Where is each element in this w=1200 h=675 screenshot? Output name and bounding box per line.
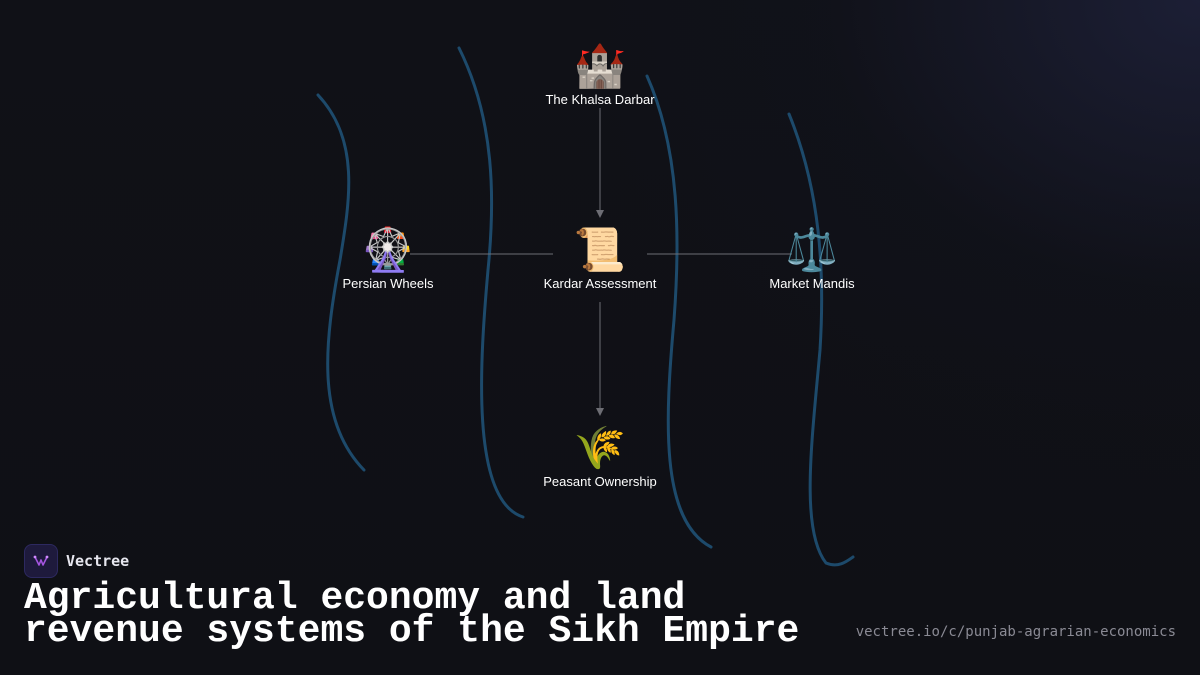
node-label: The Khalsa Darbar [545, 92, 655, 107]
river-curve [316, 93, 366, 472]
node-persian-wheels[interactable]: 🎡 Persian Wheels [308, 226, 468, 292]
river-decorations [316, 46, 855, 567]
node-khalsa-darbar[interactable]: 🏰 The Khalsa Darbar [520, 42, 680, 108]
page-title: Agricultural economy and land revenue sy… [24, 577, 800, 653]
vectree-logo-icon [24, 544, 58, 578]
scroll-icon: 📜 [573, 226, 627, 273]
edges [410, 108, 792, 416]
node-label: Persian Wheels [342, 276, 434, 291]
river-curve [457, 46, 525, 519]
river-curve [787, 112, 855, 567]
brand[interactable]: Vectree [24, 544, 129, 578]
node-label: Kardar Assessment [543, 276, 657, 291]
wheat-sheaf-icon: 🌾 [573, 424, 627, 471]
node-peasant-ownership[interactable]: 🌾 Peasant Ownership [520, 424, 680, 490]
node-market-mandis[interactable]: ⚖️ Market Mandis [732, 226, 892, 292]
castle-icon: 🏰 [573, 42, 627, 89]
source-url[interactable]: vectree.io/c/punjab-agrarian-economics [855, 624, 1176, 640]
balance-scale-icon: ⚖️ [785, 226, 839, 273]
node-label: Peasant Ownership [543, 474, 657, 489]
node-kardar-assessment[interactable]: 📜 Kardar Assessment [520, 226, 680, 292]
node-label: Market Mandis [769, 276, 855, 291]
ferris-wheel-icon: 🎡 [361, 226, 415, 273]
brand-name: Vectree [66, 552, 130, 570]
river-curve [645, 74, 713, 549]
